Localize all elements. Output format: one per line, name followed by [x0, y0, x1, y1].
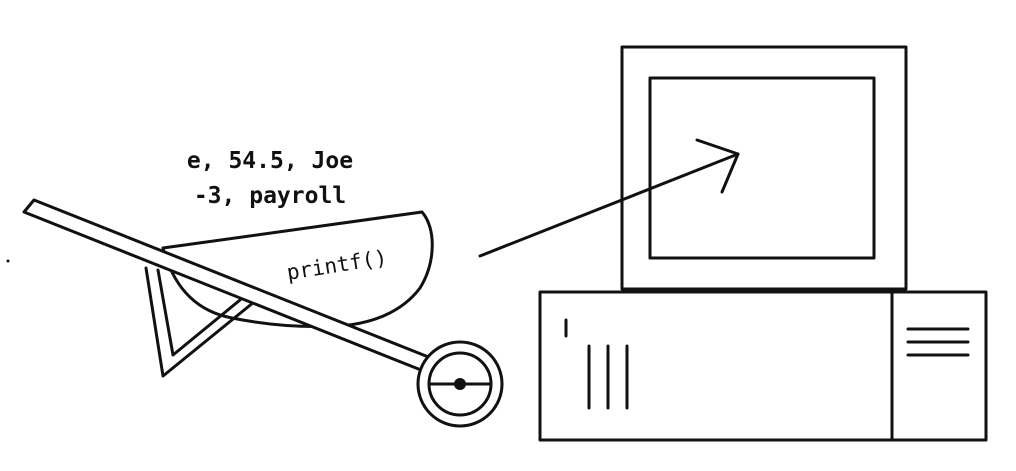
cargo-line-2: -3, payroll: [194, 183, 346, 209]
monitor-screen: [648, 76, 876, 260]
arrow-icon: [478, 138, 740, 258]
vent-lines: [906, 327, 970, 357]
cargo-text: e, 54.5, Joe -3, payroll: [187, 148, 353, 209]
monitor-frame: [620, 45, 908, 291]
wheelbarrow-hub: [454, 378, 466, 390]
wheelbarrow-leg: [144, 266, 256, 378]
arrow-head: [695, 138, 740, 194]
drive-slots: [564, 318, 629, 410]
arrow-shaft: [478, 152, 740, 258]
wheelbarrow-icon: printf(): [22, 198, 504, 428]
computer-icon: [538, 45, 988, 442]
speck: [6, 259, 10, 263]
system-unit: [538, 290, 988, 442]
cargo-line-1: e, 54.5, Joe: [187, 148, 353, 174]
